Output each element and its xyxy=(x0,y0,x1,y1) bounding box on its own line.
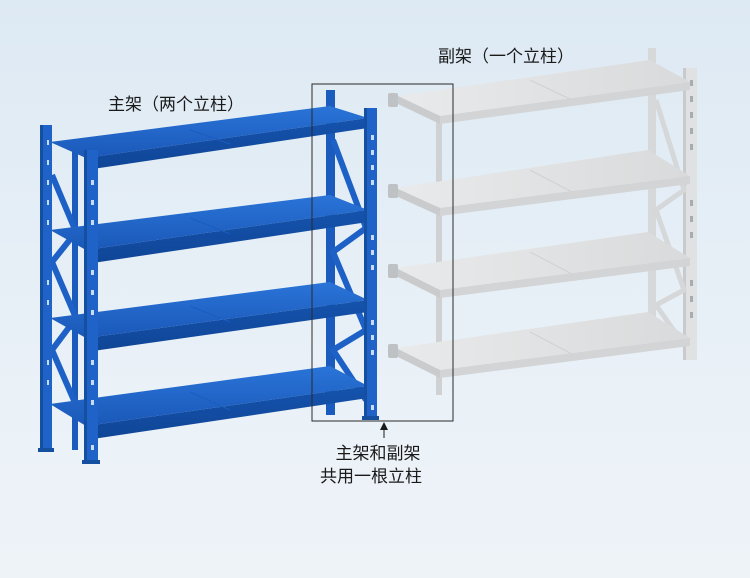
main-rack-shelf xyxy=(50,195,368,264)
arrow-up-icon xyxy=(380,422,388,438)
main-rack xyxy=(38,90,379,464)
main-rack-feet xyxy=(38,416,379,464)
sub-rack xyxy=(388,48,697,395)
shared-upright-caption: 主架和副架 共用一根立柱 xyxy=(320,443,422,489)
sub-rack-upright-holes xyxy=(690,80,693,318)
sub-rack-shelf xyxy=(396,232,690,298)
shared-upright-highlight-box xyxy=(311,83,454,422)
sub-rack-shelf xyxy=(398,60,690,124)
main-rack-right-braces xyxy=(328,138,370,402)
sub-rack-shelf xyxy=(396,312,690,378)
main-rack-shelf xyxy=(50,282,368,352)
shared-caption-line-2: 共用一根立柱 xyxy=(320,467,422,487)
sub-rack-shelf xyxy=(396,150,690,216)
sub-rack-hooks xyxy=(388,93,398,358)
sub-rack-label: 副架（一个立柱） xyxy=(438,47,574,67)
main-rack-shelf xyxy=(50,366,368,440)
sub-rack-front-upright xyxy=(648,48,697,360)
main-rack-front-uprights xyxy=(40,108,377,462)
sub-rack-rear-upright xyxy=(436,95,442,395)
main-rack-label: 主架（两个立柱） xyxy=(108,95,244,115)
sub-rack-braces xyxy=(652,99,688,347)
shared-caption-line-1: 主架和副架 xyxy=(335,444,421,464)
main-rack-left-braces xyxy=(48,173,80,407)
main-rack-upright-holes xyxy=(47,135,374,450)
main-rack-shelf xyxy=(50,106,368,170)
